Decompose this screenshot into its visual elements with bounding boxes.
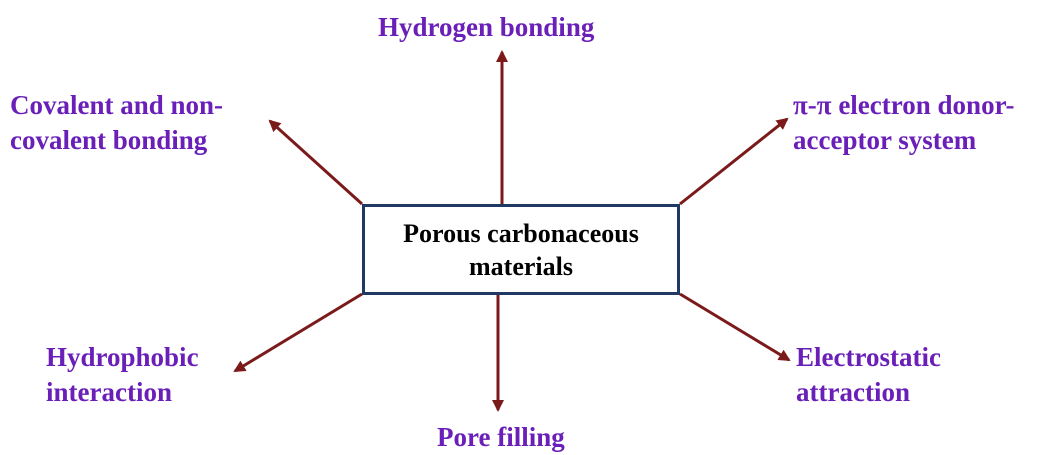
- label-electrostatic-line-2: attraction: [796, 377, 910, 407]
- label-covalent-bonding: Covalent and non- covalent bonding: [10, 88, 223, 158]
- label-hydrogen-line-1: Hydrogen bonding: [378, 12, 595, 42]
- arrow-to-covalent-bonding: [268, 119, 364, 206]
- label-hydrophobic-line-1: Hydrophobic: [46, 342, 199, 372]
- label-hydrophobic-interaction: Hydrophobic interaction: [46, 340, 199, 410]
- label-pore-line-1: Pore filling: [437, 422, 565, 452]
- label-electrostatic-attraction: Electrostatic attraction: [796, 340, 941, 410]
- label-electrostatic-line-1: Electrostatic: [796, 342, 941, 372]
- arrow-to-electrostatic-attraction: [679, 292, 791, 362]
- center-line-1: Porous carbonaceous: [403, 218, 639, 248]
- label-hydrophobic-line-2: interaction: [46, 377, 172, 407]
- label-pi-pi-system: π-π electron donor- acceptor system: [793, 88, 1015, 158]
- center-node-label: Porous carbonaceous materials: [376, 217, 666, 283]
- arrow-to-pi-pi-system: [679, 117, 789, 206]
- center-node: Porous carbonaceous materials: [362, 204, 680, 295]
- label-covalent-line-2: covalent bonding: [10, 125, 208, 155]
- label-pipi-line-1: π-π electron donor-: [793, 90, 1015, 120]
- label-pipi-line-2: acceptor system: [793, 125, 977, 155]
- label-pore-filling: Pore filling: [437, 420, 565, 455]
- label-hydrogen-bonding: Hydrogen bonding: [378, 10, 594, 45]
- center-line-2: materials: [469, 251, 573, 281]
- label-covalent-line-1: Covalent and non-: [10, 90, 224, 120]
- arrow-to-hydrophobic-interaction: [233, 292, 363, 373]
